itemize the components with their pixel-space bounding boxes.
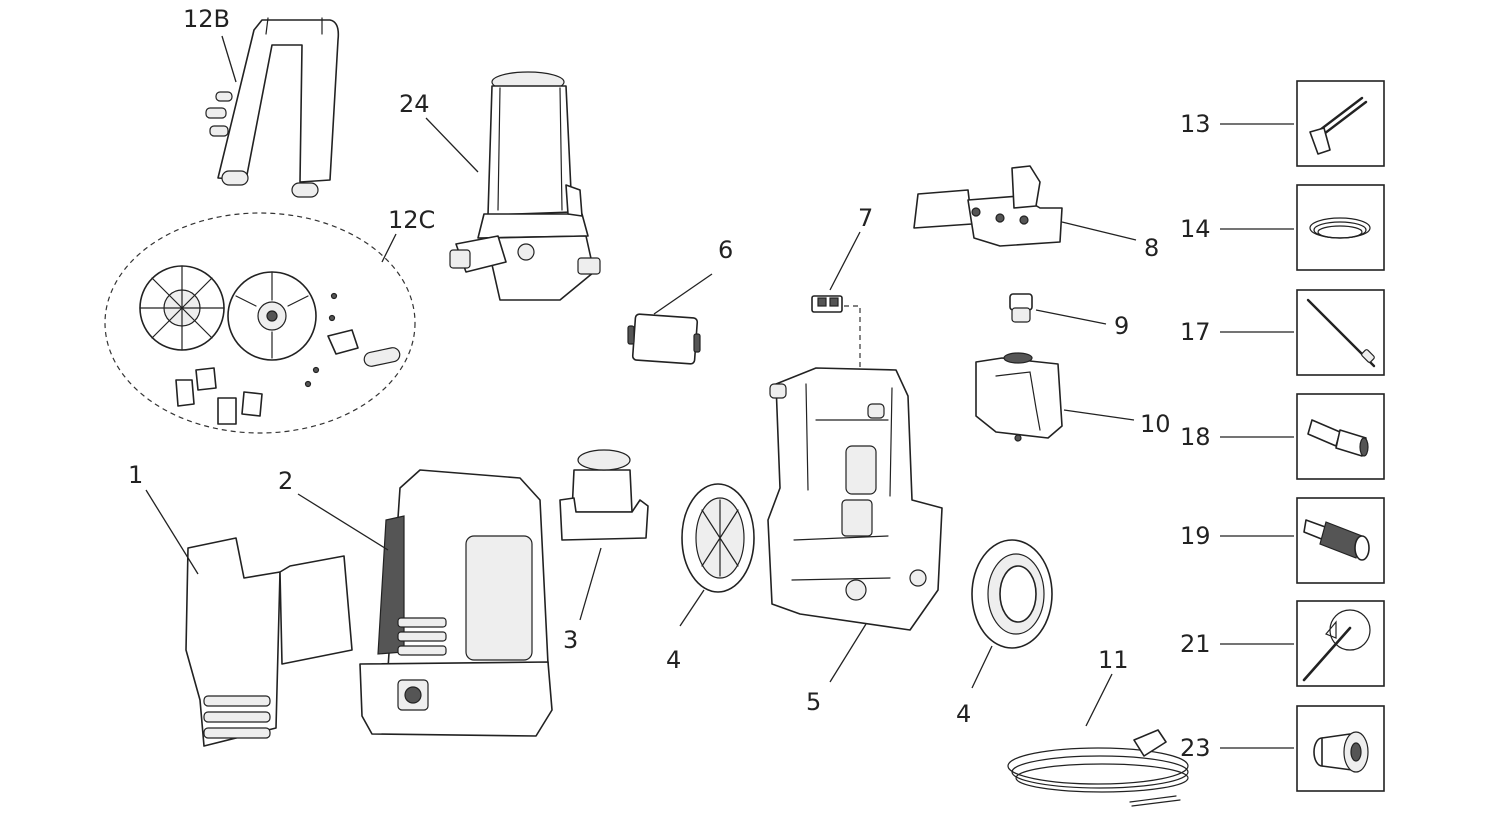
- leader-5: [829, 623, 867, 683]
- label-4b: 4: [956, 700, 971, 728]
- label-10: 10: [1140, 410, 1171, 438]
- cleaning-needle-icon: [1302, 609, 1371, 682]
- label-5: 5: [806, 688, 821, 716]
- label-2: 2: [278, 467, 293, 495]
- accessory-18: 18: [1180, 393, 1385, 480]
- leader-12c: [381, 233, 397, 263]
- part-3-holder: [559, 449, 649, 541]
- leader-4a: [679, 589, 705, 627]
- leader-11: [1085, 673, 1113, 727]
- part-11-power-cord: [1007, 729, 1189, 807]
- part-12b-handle: [205, 17, 340, 198]
- leader-4b: [971, 645, 993, 689]
- spray-gun-icon: [1309, 96, 1368, 155]
- leader-12b: [221, 35, 237, 83]
- turbo-nozzle-icon: [1303, 519, 1370, 561]
- accessory-21: 21: [1180, 600, 1385, 687]
- label-19: 19: [1180, 522, 1211, 550]
- leader-10: [1063, 409, 1135, 421]
- part-12c-reel-assembly: [104, 212, 416, 434]
- label-6: 6: [718, 236, 733, 264]
- accessory-23: 23: [1180, 705, 1385, 792]
- leader-8: [1061, 221, 1137, 241]
- accessory-17: 17: [1180, 289, 1385, 376]
- part-1-front-cover: [185, 537, 353, 747]
- lance-icon: [1306, 298, 1376, 368]
- label-21: 21: [1180, 630, 1211, 658]
- leader-6: [653, 273, 713, 315]
- leader-7: [829, 231, 861, 291]
- label-14: 14: [1180, 215, 1211, 243]
- hose-coil-icon: [1309, 217, 1371, 239]
- label-18: 18: [1180, 423, 1211, 451]
- leader-2: [297, 493, 389, 551]
- label-1: 1: [128, 461, 143, 489]
- part-4a-wheel-left: [681, 483, 755, 593]
- part-10-tank: [975, 352, 1063, 442]
- label-4a: 4: [666, 646, 681, 674]
- leader-1: [145, 489, 199, 575]
- label-11: 11: [1098, 646, 1129, 674]
- part-5-frame: [767, 367, 943, 631]
- part-7-switch: [811, 295, 861, 368]
- label-23: 23: [1180, 734, 1211, 762]
- label-9: 9: [1114, 312, 1129, 340]
- label-7: 7: [858, 204, 873, 232]
- part-4b-wheel-right: [971, 539, 1053, 649]
- nozzle-adapter-icon: [1307, 419, 1369, 457]
- label-12c: 12C: [388, 206, 435, 234]
- label-3: 3: [563, 626, 578, 654]
- label-24: 24: [399, 90, 430, 118]
- label-13: 13: [1180, 110, 1211, 138]
- accessory-19: 19: [1180, 497, 1385, 584]
- label-8: 8: [1144, 234, 1159, 262]
- leader-24: [425, 117, 479, 173]
- hose-connector-icon: [1313, 731, 1369, 773]
- part-6-cover-plate: [627, 313, 701, 365]
- part-8-bracket: [913, 165, 1063, 247]
- accessory-13: 13: [1180, 80, 1385, 167]
- label-12b: 12B: [183, 5, 230, 33]
- part-2-main-housing: [359, 469, 553, 737]
- accessory-14: 14: [1180, 184, 1385, 271]
- leader-9: [1035, 309, 1107, 325]
- label-17: 17: [1180, 318, 1211, 346]
- leader-3: [579, 547, 602, 621]
- part-24-motor-pump: [449, 71, 601, 301]
- part-9-cap: [1009, 293, 1033, 323]
